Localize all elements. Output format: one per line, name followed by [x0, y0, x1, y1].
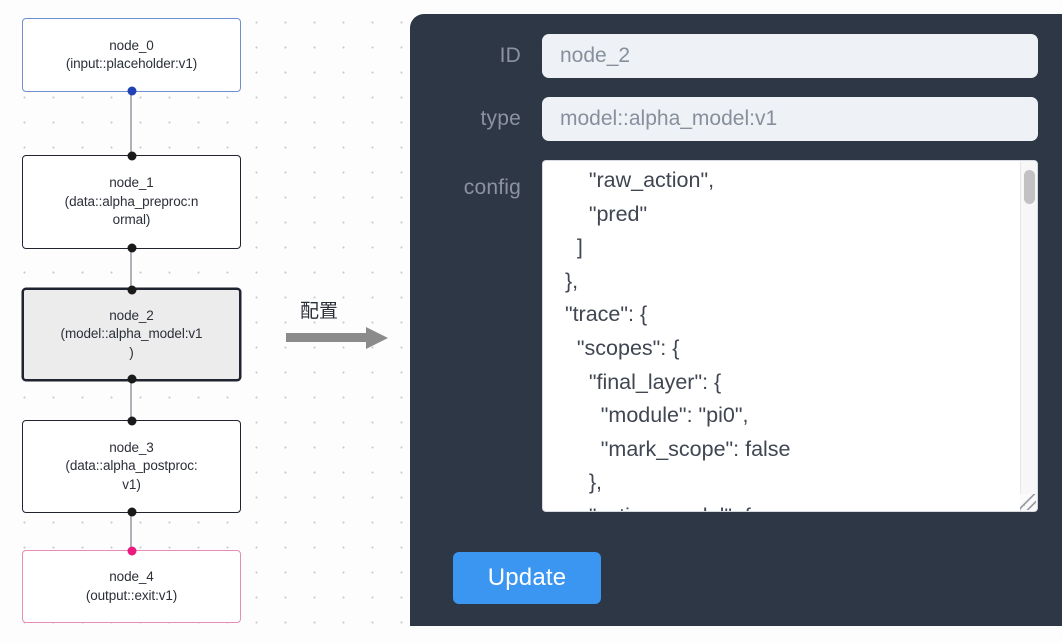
node-inspector-panel: ID type config "raw_action", "pred" ] },… — [410, 14, 1062, 626]
config-label: config — [463, 176, 521, 199]
node-title: node_3 — [109, 439, 154, 455]
annotation-label: 配置 — [300, 300, 339, 322]
type-label: type — [480, 107, 521, 130]
node-handle-top-icon[interactable] — [127, 546, 136, 556]
node-title: node_0 — [109, 37, 154, 53]
config-scrollbar[interactable] — [1020, 161, 1037, 511]
config-textarea[interactable]: "raw_action", "pred" ] }, "trace": { "sc… — [543, 161, 1037, 511]
node-title: node_4 — [109, 569, 154, 584]
graph-node-node_1[interactable]: node_1 (data::alpha_preproc:n ormal) — [22, 151, 241, 253]
graph-node-node_0[interactable]: node_0 (input::placeholder:v1) — [22, 18, 241, 96]
node-subtitle: (model::alpha_model:v1 — [60, 326, 203, 342]
edge-node3-node4 — [130, 513, 132, 550]
field-row-config: config "raw_action", "pred" ] }, "trace"… — [434, 160, 1038, 512]
node-subtitle: (data::alpha_preproc:n — [64, 193, 199, 209]
id-input[interactable] — [542, 34, 1038, 78]
node-handle-bottom-icon[interactable] — [127, 507, 136, 517]
node-subtitle-cont: v1) — [122, 476, 141, 492]
node-title: node_2 — [109, 307, 154, 323]
type-input[interactable] — [542, 97, 1038, 141]
node-subtitle-cont: ormal) — [112, 212, 151, 228]
annotation-configure: 配置 — [286, 296, 401, 349]
resize-grip-icon[interactable] — [1020, 494, 1036, 510]
id-label: ID — [499, 44, 521, 67]
node-subtitle-cont: ) — [129, 344, 134, 360]
node-handle-top-icon[interactable] — [127, 416, 136, 426]
node-handle-bottom-icon[interactable] — [127, 374, 136, 384]
config-textarea-wrap: "raw_action", "pred" ] }, "trace": { "sc… — [542, 160, 1038, 512]
config-scrollbar-thumb[interactable] — [1024, 170, 1035, 204]
edge-node1-node2 — [130, 249, 132, 288]
annotation-arrow-icon — [286, 327, 401, 349]
node-handle-bottom-icon[interactable] — [127, 86, 136, 96]
node-handle-top-icon[interactable] — [127, 151, 136, 161]
edge-node2-node3 — [130, 381, 132, 420]
node-handle-top-icon[interactable] — [127, 285, 136, 295]
update-button[interactable]: Update — [453, 552, 601, 604]
node-subtitle: (input::placeholder:v1) — [65, 56, 198, 71]
edge-node0-node1 — [130, 92, 132, 155]
node-subtitle: (output::exit:v1) — [85, 587, 178, 603]
graph-node-node_3[interactable]: node_3 (data::alpha_postproc: v1) — [22, 416, 241, 517]
graph-node-node_2[interactable]: node_2 (model::alpha_model:v1 ) — [22, 285, 241, 384]
node-subtitle: (data::alpha_postproc: — [65, 458, 198, 474]
node-title: node_1 — [109, 175, 154, 191]
graph-node-node_4[interactable]: node_4 (output::exit:v1) — [22, 546, 241, 623]
node-handle-bottom-icon[interactable] — [127, 243, 136, 253]
field-row-type: type — [434, 97, 1038, 141]
field-row-id: ID — [434, 34, 1038, 78]
